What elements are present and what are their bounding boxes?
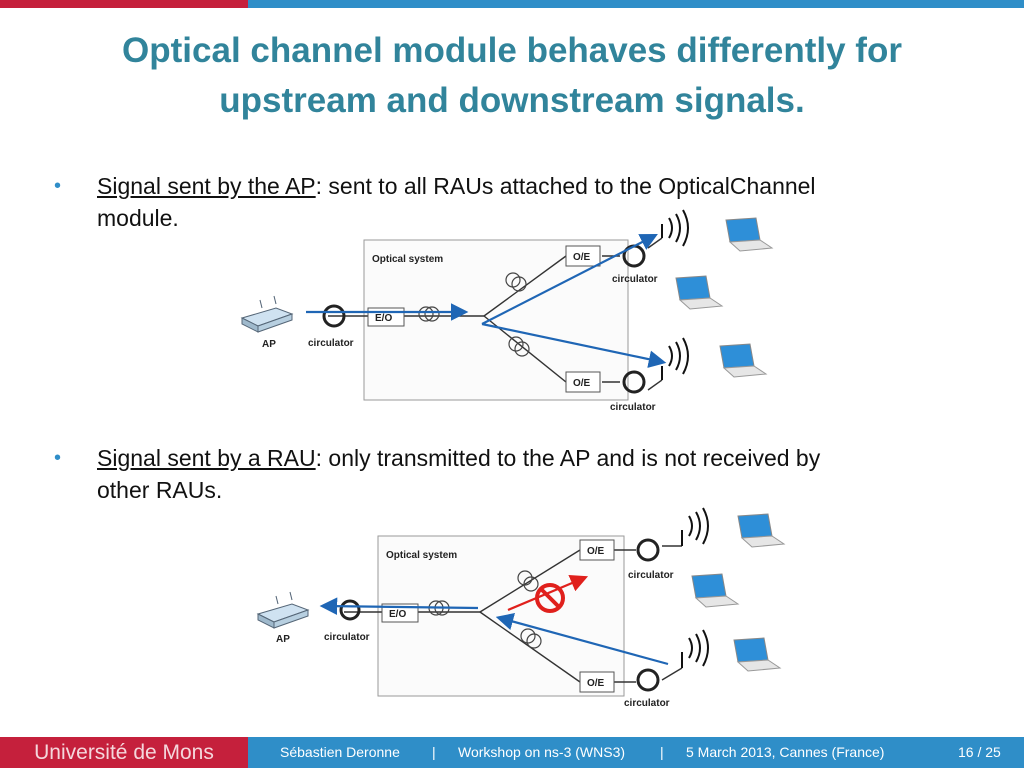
footer-separator: |: [432, 744, 436, 760]
bullet-body-line2: other RAUs.: [97, 477, 223, 503]
circulator-ap-icon: [339, 599, 361, 621]
circulator-label-bottom: circulator: [624, 698, 670, 709]
arrow-split-to-rau-top: [481, 233, 658, 325]
circulator-label-ap: circulator: [308, 338, 354, 349]
oe-box-top: [565, 245, 601, 267]
laptop-icon: [719, 343, 768, 378]
bullet-marker: •: [54, 175, 62, 197]
footer-event: Workshop on ns-3 (WNS3): [458, 744, 626, 760]
laptop-icon: [725, 217, 774, 252]
footer-university: Université de Mons: [0, 737, 248, 768]
bullet-body-line1: : only transmitted to the AP and is not …: [315, 445, 821, 471]
diagram-downstream: Optical system E/O O/E O/E circulator ci…: [240, 209, 774, 413]
arrow-rau-to-split: [495, 612, 669, 666]
eo-box: [381, 603, 419, 623]
eo-label: E/O: [389, 609, 406, 620]
circulator-label-bottom: circulator: [610, 402, 656, 413]
antenna-bottom-icon: [661, 337, 689, 380]
oe-label-bottom: O/E: [573, 378, 591, 389]
ap-router-icon: [256, 591, 310, 629]
bullet-body-line2: module.: [97, 205, 179, 231]
slide-title: Optical channel module behaves different…: [20, 26, 1004, 126]
laptop-icon: [737, 513, 786, 548]
bullet-downstream: • Signal sent by the AP: sent to all RAU…: [54, 170, 942, 234]
circulator-bottom-icon: [622, 370, 646, 394]
circulator-label-top: circulator: [628, 570, 674, 581]
top-bar-blue: [248, 0, 1024, 8]
ap-router-icon: [240, 295, 294, 333]
antenna-bottom-icon: [681, 629, 709, 668]
oe-box-bottom: [565, 371, 601, 393]
footer-page-number: 16 / 25: [958, 744, 1001, 760]
diagram-upstream: Optical system E/O O/E O/E circulator ci…: [256, 507, 786, 709]
footer-separator: |: [660, 744, 664, 760]
top-bar-red: [0, 0, 248, 8]
ap-label: AP: [262, 339, 276, 350]
laptop-icon: [733, 637, 782, 672]
oe-label-bottom: O/E: [587, 678, 605, 689]
footer-date-place: 5 March 2013, Cannes (France): [686, 744, 885, 760]
circulator-bottom-icon: [636, 668, 660, 692]
bullet-marker: •: [54, 447, 62, 469]
eo-label: E/O: [375, 313, 392, 324]
title-line-2: upstream and downstream signals.: [219, 81, 805, 120]
oe-label-top: O/E: [573, 252, 591, 263]
laptop-icon: [675, 275, 724, 310]
footer-author: Sébastien Deronne: [280, 744, 400, 760]
footer: Université de Mons Sébastien Deronne | W…: [0, 737, 1024, 768]
arrow-split-to-rau-bottom: [481, 322, 667, 368]
circulator-top-icon: [636, 538, 660, 562]
ap-label: AP: [276, 634, 290, 645]
optical-system-label: Optical system: [386, 550, 457, 561]
oe-box-bottom: [579, 671, 615, 693]
optical-system-label: Optical system: [372, 254, 443, 265]
bullet-text: Signal sent by a RAU: only transmitted t…: [97, 442, 942, 506]
circulator-ap-icon: [322, 304, 346, 328]
bullet-heading: Signal sent by the AP: [97, 173, 316, 199]
bullet-upstream: • Signal sent by a RAU: only transmitted…: [54, 442, 942, 506]
bullet-heading: Signal sent by a RAU: [97, 445, 316, 471]
oe-box-top: [579, 539, 615, 561]
circulator-label-top: circulator: [612, 274, 658, 285]
oe-label-top: O/E: [587, 546, 605, 557]
bullet-body-line1: : sent to all RAUs attached to the Optic…: [315, 173, 816, 199]
blocked-icon: [535, 583, 565, 613]
laptop-icon: [691, 573, 740, 608]
arrow-split-to-ap: [319, 597, 479, 615]
antenna-top-icon: [661, 209, 689, 247]
circulator-label-ap: circulator: [324, 632, 370, 643]
antenna-top-icon: [681, 507, 709, 546]
bullet-text: Signal sent by the AP: sent to all RAUs …: [97, 170, 942, 234]
title-line-1: Optical channel module behaves different…: [122, 31, 902, 70]
